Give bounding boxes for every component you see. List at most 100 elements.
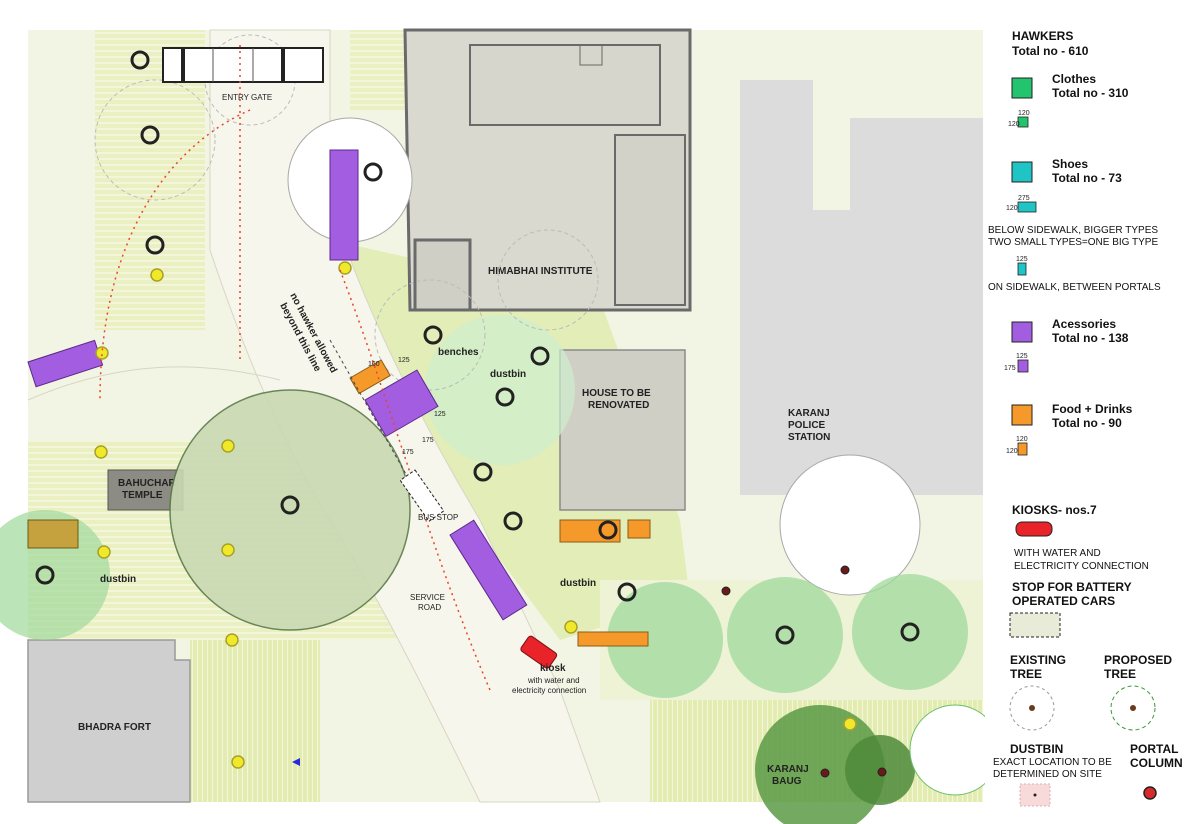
- legend-clothes-swatch: [1011, 77, 1033, 99]
- label-temple-1: BAHUCHAR: [118, 478, 177, 489]
- stall-accessories: [364, 369, 439, 438]
- legend-accessories-size-icon: [1017, 359, 1029, 373]
- legend: HAWKERS Total no - 610 Clothes Total no …: [985, 0, 1200, 824]
- legend-food-swatch: [1011, 404, 1033, 426]
- label-service-road-2: ROAD: [418, 603, 441, 612]
- kiosk-stall: [520, 635, 558, 669]
- stall-food: [577, 631, 649, 647]
- label-police-3: STATION: [788, 432, 830, 443]
- legend-existing-tree-2: TREE: [1010, 667, 1042, 681]
- bhadra-fort-building: [27, 639, 191, 803]
- legend-food-size-icon: [1017, 442, 1028, 456]
- legend-portal-2: COLUMN: [1130, 756, 1183, 770]
- lawn-bhadra: [190, 640, 320, 802]
- police-station-building: [740, 80, 983, 495]
- circulation-paths: [99, 45, 491, 691]
- label-karanj-baug-1: KARANJ: [767, 764, 809, 775]
- legend-shoes-size-icon: [1017, 201, 1037, 213]
- legend-shoes-total: Total no - 73: [1052, 171, 1122, 185]
- legend-shoes-dim-c: 125: [1016, 256, 1028, 263]
- legend-portal-1: PORTAL: [1130, 742, 1178, 756]
- label-bhadra: BHADRA FORT: [78, 722, 151, 733]
- legend-existing-tree-1: EXISTING: [1010, 653, 1066, 667]
- legend-dustbin-note-2: DETERMINED ON SITE: [993, 769, 1102, 780]
- stall-accessories: [449, 519, 528, 621]
- legend-kiosks-note-1: WITH WATER AND: [1014, 548, 1101, 559]
- label-police-2: POLICE: [788, 420, 826, 431]
- hawker-stalls: [27, 149, 651, 669]
- label-himabhai: HIMABHAI INSTITUTE: [488, 266, 593, 277]
- lawn-top: [350, 30, 405, 110]
- label-entry-gate: ENTRY GATE: [222, 93, 272, 102]
- dim-175: 175: [402, 449, 414, 456]
- tree-symbols: [35, 50, 920, 778]
- legend-hawkers-total: Total no - 610: [1012, 44, 1089, 58]
- legend-accessories-name: Acessories: [1052, 317, 1116, 331]
- label-dustbin: dustbin: [100, 574, 136, 585]
- legend-kiosks-note-2: ELECTRICITY CONNECTION: [1014, 561, 1149, 572]
- label-dustbin: dustbin: [560, 578, 596, 589]
- legend-shoes-note-1: BELOW SIDEWALK, BIGGER TYPES: [988, 225, 1158, 236]
- legend-shoes-small-icon: [1017, 262, 1027, 276]
- legend-battery-stop-1: STOP FOR BATTERY: [1012, 580, 1132, 594]
- legend-food-dim-b: 120: [1006, 448, 1018, 455]
- stall-food: [349, 359, 391, 395]
- dim-160: 160: [368, 361, 380, 368]
- legend-kiosk-icon: [1015, 521, 1053, 537]
- legend-food-dim-a: 120: [1016, 436, 1028, 443]
- legend-shoes-dim-a: 275: [1018, 195, 1030, 202]
- legend-shoes-note-3: ON SIDEWALK, BETWEEN PORTALS: [988, 282, 1161, 293]
- buildings: HIMABHAI INSTITUTE HOUSE TO BE RENOVATED…: [27, 28, 983, 803]
- dim-175: 175: [422, 437, 434, 444]
- legend-hawkers-title: HAWKERS: [1012, 29, 1073, 43]
- big-existing-tree-canopy: [169, 389, 411, 631]
- legend-portal-icon: [1143, 786, 1157, 800]
- legend-clothes-size-icon: [1017, 116, 1029, 128]
- label-house-1: HOUSE TO BE: [582, 388, 651, 399]
- road-curve: [27, 366, 281, 401]
- legend-accessories-dim-b: 175: [1004, 365, 1016, 372]
- house-renovate-building: [559, 349, 686, 511]
- stall-food: [27, 519, 79, 549]
- label-service-road-1: SERVICE: [410, 593, 445, 602]
- legend-clothes-name: Clothes: [1052, 72, 1096, 86]
- label-temple-2: TEMPLE: [122, 490, 163, 501]
- label-dustbin: dustbin: [490, 369, 526, 380]
- legend-clothes-total: Total no - 310: [1052, 86, 1129, 100]
- legend-dustbin-note-1: EXACT LOCATION TO BE: [993, 757, 1112, 768]
- legend-clothes-dim-b: 120: [1008, 121, 1020, 128]
- legend-shoes-name: Shoes: [1052, 157, 1088, 171]
- stall-accessories: [329, 149, 359, 261]
- no-hawker-line: [329, 339, 416, 491]
- legend-food-total: Total no - 90: [1052, 416, 1122, 430]
- label-kiosk: kiosk: [540, 663, 566, 674]
- north-marker-icon: [292, 758, 300, 766]
- entry-gate: ENTRY GATE: [162, 47, 324, 102]
- legend-clothes-dim-a: 120: [1018, 110, 1030, 117]
- legend-accessories-total: Total no - 138: [1052, 331, 1129, 345]
- legend-proposed-tree-2: TREE: [1104, 667, 1136, 681]
- stall-food: [627, 519, 651, 539]
- legend-shoes-note-2: TWO SMALL TYPES=ONE BIG TYPE: [988, 237, 1158, 248]
- label-house-2: RENOVATED: [588, 400, 649, 411]
- legend-shoes-swatch: [1011, 161, 1033, 183]
- legend-kiosks-title: KIOSKS- nos.7: [1012, 503, 1097, 517]
- label-kiosk-note-1: with water and: [527, 676, 580, 685]
- legend-battery-stop-icon: [1009, 612, 1061, 638]
- legend-proposed-tree-1: PROPOSED: [1104, 653, 1172, 667]
- legend-accessories-swatch: [1011, 321, 1033, 343]
- label-karanj-baug-2: BAUG: [772, 776, 802, 787]
- label-benches: benches: [438, 347, 479, 358]
- legend-battery-stop-2: OPERATED CARS: [1012, 594, 1115, 608]
- label-kiosk-note-2: electricity connection: [512, 686, 586, 695]
- label-police-1: KARANJ: [788, 408, 830, 419]
- legend-dustbin-title: DUSTBIN: [1010, 742, 1063, 756]
- legend-proposed-tree-icon: [1110, 685, 1156, 731]
- legend-accessories-dim-a: 125: [1016, 353, 1028, 360]
- dim-125: 125: [398, 357, 410, 364]
- legend-existing-tree-icon: [1009, 685, 1055, 731]
- legend-shoes-dim-b: 120: [1006, 205, 1018, 212]
- legend-food-name: Food + Drinks: [1052, 402, 1133, 416]
- label-bus-stop: BUS STOP: [418, 513, 458, 522]
